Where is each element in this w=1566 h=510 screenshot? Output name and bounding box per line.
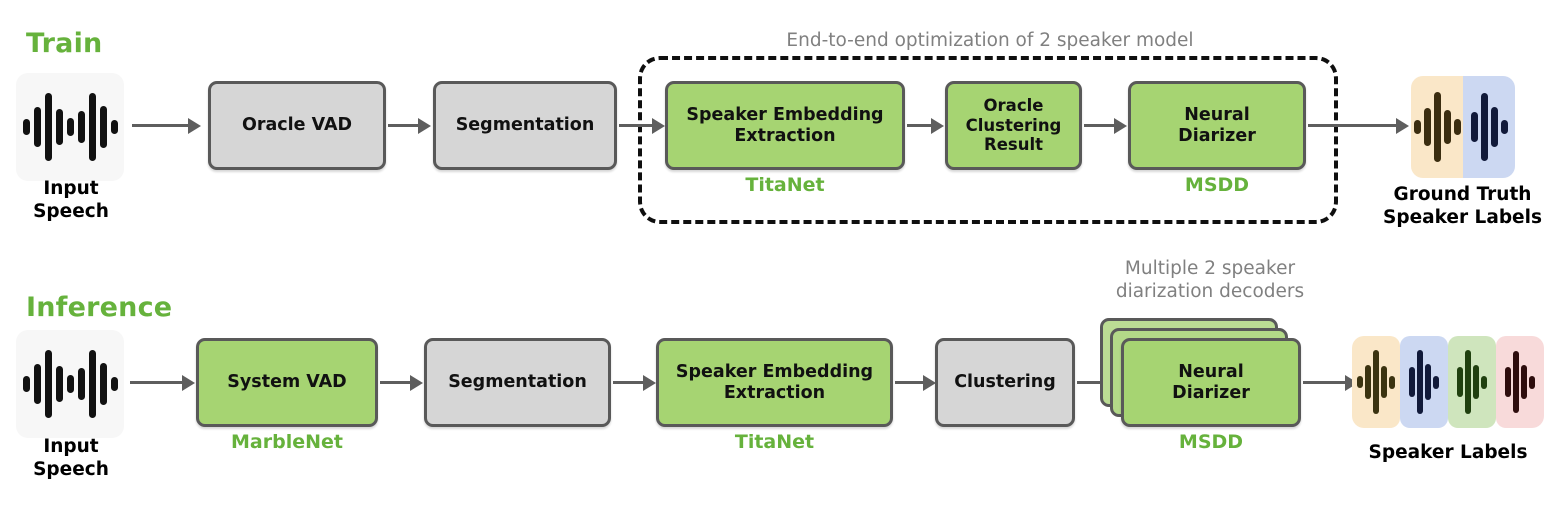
arrow-train-4: [907, 118, 947, 134]
arrow-inference-2: [380, 375, 426, 391]
inference-box-system-vad[interactable]: System VAD: [196, 338, 378, 427]
waveform-segment-speaker-1: [1352, 336, 1400, 428]
arrow-train-2: [388, 118, 434, 134]
arrow-inference-3: [613, 375, 659, 391]
waveform-bars: [22, 330, 118, 438]
waveform-bars: [22, 73, 118, 181]
train-box-neural-diarizer[interactable]: Neural Diarizer: [1128, 81, 1306, 170]
train-output-speaker-label-waveform-icon: [1411, 76, 1515, 178]
train-box-oracle-clustering-result-label: Oracle Clustering Result: [965, 96, 1062, 155]
inference-box-system-vad-label: System VAD: [227, 372, 347, 393]
train-input-waveform-icon: [16, 73, 124, 181]
waveform-segment-speaker-4: [1496, 336, 1544, 428]
train-box-segmentation[interactable]: Segmentation: [433, 81, 617, 170]
arrow-train-6: [1308, 118, 1412, 134]
arrow-train-1: [132, 118, 204, 134]
inference-section-title: Inference: [26, 292, 173, 323]
inference-box-clustering[interactable]: Clustering: [935, 338, 1075, 427]
train-box-speaker-embedding-extraction-label: Speaker Embedding Extraction: [686, 104, 884, 146]
train-input-caption: Input Speech: [33, 178, 109, 222]
inference-output-speaker-label-waveform-icon: [1352, 336, 1544, 428]
inference-caption-titanet: TitaNet: [734, 431, 815, 453]
inference-caption-marblenet: MarbleNet: [231, 431, 343, 453]
train-output-caption: Ground Truth Speaker Labels: [1383, 184, 1542, 228]
train-annotation: End-to-end optimization of 2 speaker mod…: [786, 30, 1194, 51]
inference-box-speaker-embedding-extraction-label: Speaker Embedding Extraction: [675, 361, 874, 403]
waveform-segment-speaker-2: [1400, 336, 1448, 428]
inference-caption-msdd: MSDD: [1178, 431, 1244, 453]
train-box-oracle-vad[interactable]: Oracle VAD: [208, 81, 386, 170]
inference-box-neural-diarizer-label: Neural Diarizer: [1172, 361, 1250, 403]
arrow-inference-4: [895, 375, 939, 391]
train-caption-msdd: MSDD: [1184, 174, 1250, 196]
train-caption-titanet: TitaNet: [745, 174, 825, 196]
train-box-segmentation-label: Segmentation: [455, 115, 595, 136]
train-section-title: Train: [26, 28, 103, 59]
inference-box-neural-diarizer[interactable]: Neural Diarizer: [1121, 338, 1301, 427]
inference-input-waveform-icon: [16, 330, 124, 438]
inference-box-segmentation[interactable]: Segmentation: [424, 338, 611, 427]
inference-box-speaker-embedding-extraction[interactable]: Speaker Embedding Extraction: [656, 338, 893, 427]
train-box-speaker-embedding-extraction[interactable]: Speaker Embedding Extraction: [665, 81, 905, 170]
train-end-to-end-dashed-container: [638, 56, 1338, 224]
train-box-oracle-vad-label: Oracle VAD: [241, 115, 353, 136]
arrow-train-3: [619, 118, 669, 134]
train-box-oracle-clustering-result[interactable]: Oracle Clustering Result: [945, 81, 1082, 170]
inference-annotation: Multiple 2 speaker diarization decoders: [1115, 258, 1305, 302]
inference-input-caption: Input Speech: [33, 436, 109, 480]
train-box-neural-diarizer-label: Neural Diarizer: [1178, 104, 1256, 146]
inference-box-clustering-label: Clustering: [954, 372, 1056, 393]
arrow-inference-1: [130, 375, 200, 391]
waveform-segment-speaker-1: [1411, 76, 1463, 178]
arrow-train-5: [1084, 118, 1130, 134]
waveform-segment-speaker-2: [1463, 76, 1515, 178]
inference-box-segmentation-label: Segmentation: [448, 372, 587, 393]
waveform-segment-speaker-3: [1448, 336, 1496, 428]
inference-output-caption: Speaker Labels: [1368, 442, 1528, 463]
